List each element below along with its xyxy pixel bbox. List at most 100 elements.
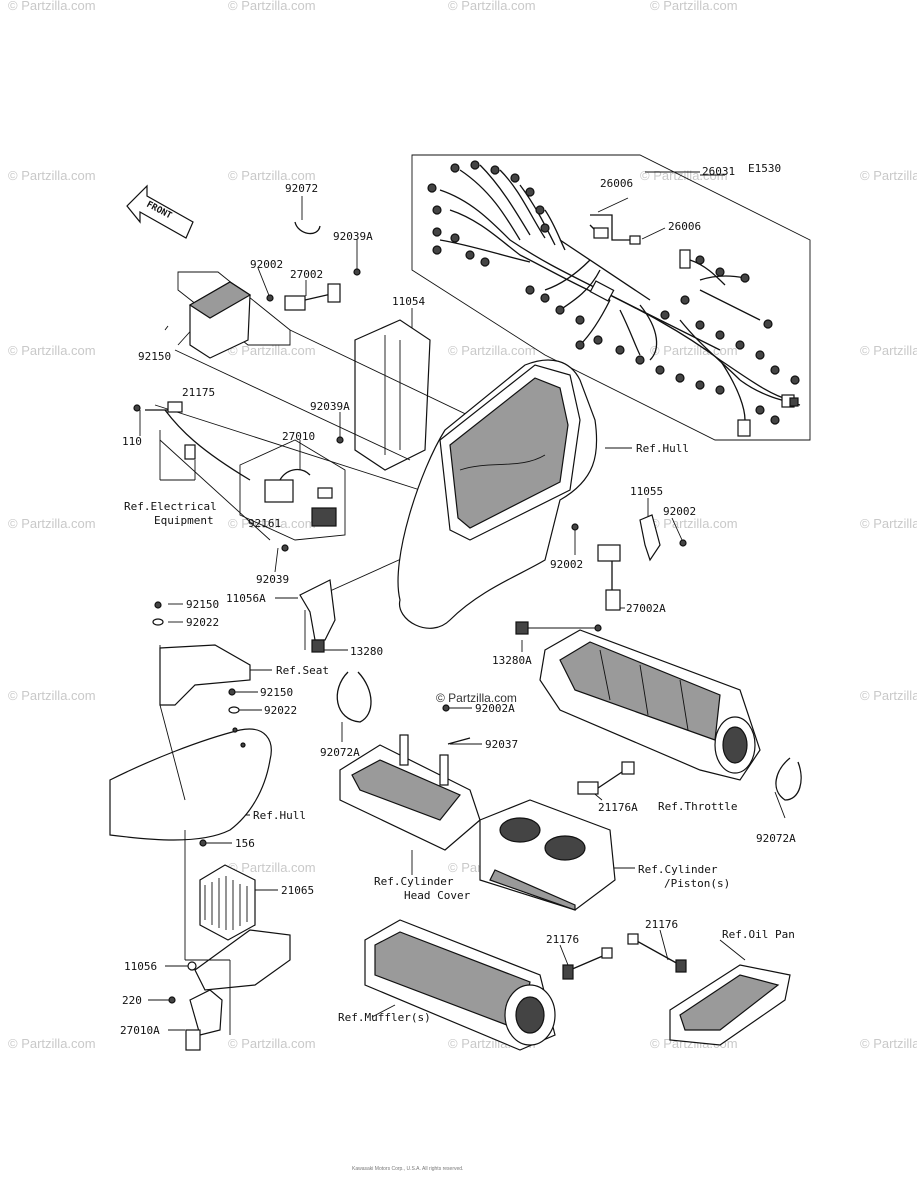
part-label-92037: 92037 bbox=[485, 738, 518, 751]
front-arrow-icon: FRONT bbox=[126, 184, 194, 239]
main-harness-group bbox=[411, 154, 811, 441]
watermark-text: © Partzilla.com bbox=[8, 0, 96, 13]
copyright-text: Kawasaki Motors Corp., U.S.A. All rights… bbox=[352, 1166, 463, 1172]
watermark-text: © Partzilla.com bbox=[8, 516, 96, 531]
part-label-92039A: 92039A bbox=[310, 400, 350, 413]
ref-label-oil-pan: Ref.Oil Pan bbox=[722, 928, 795, 941]
ref-label-throttle: Ref.Throttle bbox=[658, 800, 737, 813]
part-label-27010A: 27010A bbox=[120, 1024, 160, 1037]
watermark-text: © Partzilla.com bbox=[8, 168, 96, 183]
watermark-text: © Partzilla.com bbox=[228, 343, 316, 358]
part-label-11055: 11055 bbox=[630, 485, 663, 498]
ecu-21175 bbox=[177, 271, 291, 359]
part-label-27002: 27002 bbox=[290, 268, 323, 281]
part-label-92072: 92072 bbox=[285, 182, 318, 195]
part-label-110: 110 bbox=[122, 435, 142, 448]
watermark-text: © Partzilla.com bbox=[650, 516, 738, 531]
part-label-92002: 92002 bbox=[250, 258, 283, 271]
bracket-11056 bbox=[184, 830, 291, 1035]
ref-label-electrical: Equipment bbox=[154, 514, 214, 527]
part-label-156: 156 bbox=[235, 837, 255, 850]
part-label-92150: 92150 bbox=[186, 598, 219, 611]
oil-pan bbox=[669, 964, 791, 1046]
ref-label-muffler: Ref.Muffler(s) bbox=[338, 1011, 431, 1024]
watermark-text: © Partzilla.com bbox=[860, 343, 917, 358]
part-label-92161: 92161 bbox=[248, 517, 281, 530]
part-label-92150: 92150 bbox=[138, 350, 171, 363]
watermark-text: © Partzilla.com bbox=[8, 688, 96, 703]
cylinder-block bbox=[479, 761, 635, 911]
throttle-body bbox=[515, 621, 761, 781]
part-label-21065: 21065 bbox=[281, 884, 314, 897]
part-label-13280: 13280 bbox=[350, 645, 383, 658]
part-label-11056A: 11056A bbox=[226, 592, 266, 605]
watermark-text: © Partzilla.com bbox=[8, 1036, 96, 1051]
clamp-92072 bbox=[294, 221, 321, 235]
watermark-text: © Partzilla.com bbox=[228, 168, 316, 183]
part-label-92072A: 92072A bbox=[320, 746, 360, 759]
watermark-text: © Partzilla.com bbox=[860, 1036, 917, 1051]
regulator-21065 bbox=[199, 839, 256, 941]
part-label-21176: 21176 bbox=[546, 933, 579, 946]
part-label-11054: 11054 bbox=[392, 295, 425, 308]
watermark-text: © Partzilla.com bbox=[650, 343, 738, 358]
part-label-92002: 92002 bbox=[550, 558, 583, 571]
muffler bbox=[364, 919, 556, 1051]
part-label-21176A: 21176A bbox=[598, 801, 638, 814]
part-label-27010: 27010 bbox=[282, 430, 315, 443]
part-label-92022: 92022 bbox=[186, 616, 219, 629]
part-label-92039: 92039 bbox=[256, 573, 289, 586]
ref-label-cylinder-piston: Ref.Cylinder bbox=[638, 863, 718, 876]
hull-top-panel bbox=[397, 359, 598, 629]
ref-labels: Ref.Hull Ref.Electrical Equipment Ref.Se… bbox=[124, 442, 795, 1024]
part-label-26031: 26031 bbox=[702, 165, 735, 178]
part-label-92002: 92002 bbox=[663, 505, 696, 518]
watermark-text: © Partzilla.com bbox=[228, 1036, 316, 1051]
ref-label-hull: Ref.Hull bbox=[253, 809, 306, 822]
watermark-text: © Partzilla.com bbox=[228, 860, 316, 875]
relay-27010A bbox=[168, 989, 223, 1051]
seat-bracket bbox=[152, 601, 251, 706]
part-labels: 26031 26006 26006 92072 92039A 92002 270… bbox=[120, 165, 796, 1037]
bracket-11054 bbox=[336, 268, 431, 471]
part-label-27002A: 27002A bbox=[626, 602, 666, 615]
part-label-21176: 21176 bbox=[645, 918, 678, 931]
part-label-220: 220 bbox=[122, 994, 142, 1007]
ref-label-cylinder-piston: /Piston(s) bbox=[664, 877, 730, 890]
clamp-92072A-left bbox=[336, 671, 372, 723]
clamp-92072A-right bbox=[775, 757, 802, 801]
hull-bottom-panel bbox=[109, 688, 272, 841]
sensor-27002 bbox=[266, 283, 341, 311]
watermarks: © Partzilla.com © Partzilla.com © Partzi… bbox=[8, 0, 917, 1051]
ref-label-hull: Ref.Hull bbox=[636, 442, 689, 455]
part-label-26006: 26006 bbox=[668, 220, 701, 233]
watermark-text: © Partzilla.com bbox=[860, 516, 917, 531]
watermark-text: © Partzilla.com bbox=[448, 343, 536, 358]
cylinder-head-cover bbox=[339, 704, 481, 851]
part-label-21175: 21175 bbox=[182, 386, 215, 399]
part-label-92072A: 92072A bbox=[756, 832, 796, 845]
bracket-11056A bbox=[281, 544, 336, 653]
sub-harness-26006 bbox=[589, 214, 641, 245]
watermark-text: © Partzilla.com bbox=[860, 168, 917, 183]
watermark-text: © Partzilla.com bbox=[8, 343, 96, 358]
watermark-text: © Partzilla.com bbox=[860, 688, 917, 703]
part-label-11056: 11056 bbox=[124, 960, 157, 973]
watermark-text: © Partzilla.com bbox=[228, 0, 316, 13]
part-label-92039A: 92039A bbox=[333, 230, 373, 243]
ref-label-seat: Ref.Seat bbox=[276, 664, 329, 677]
ref-label-electrical: Ref.Electrical bbox=[124, 500, 217, 513]
watermark-text: © Partzilla.com bbox=[448, 0, 536, 13]
sensor-21176 bbox=[562, 933, 687, 980]
harness-110 bbox=[133, 401, 251, 481]
ref-label-cylinder-head: Head Cover bbox=[404, 889, 471, 902]
watermark-text: © Partzilla.com bbox=[650, 0, 738, 13]
part-label-13280A: 13280A bbox=[492, 654, 532, 667]
part-label-92002A: 92002A bbox=[475, 702, 515, 715]
part-label-26006: 26006 bbox=[600, 177, 633, 190]
relay-27010 bbox=[239, 439, 346, 541]
ref-label-cylinder-head: Ref.Cylinder bbox=[374, 875, 454, 888]
diagram-code: E1530 bbox=[748, 162, 781, 175]
part-label-92150: 92150 bbox=[260, 686, 293, 699]
